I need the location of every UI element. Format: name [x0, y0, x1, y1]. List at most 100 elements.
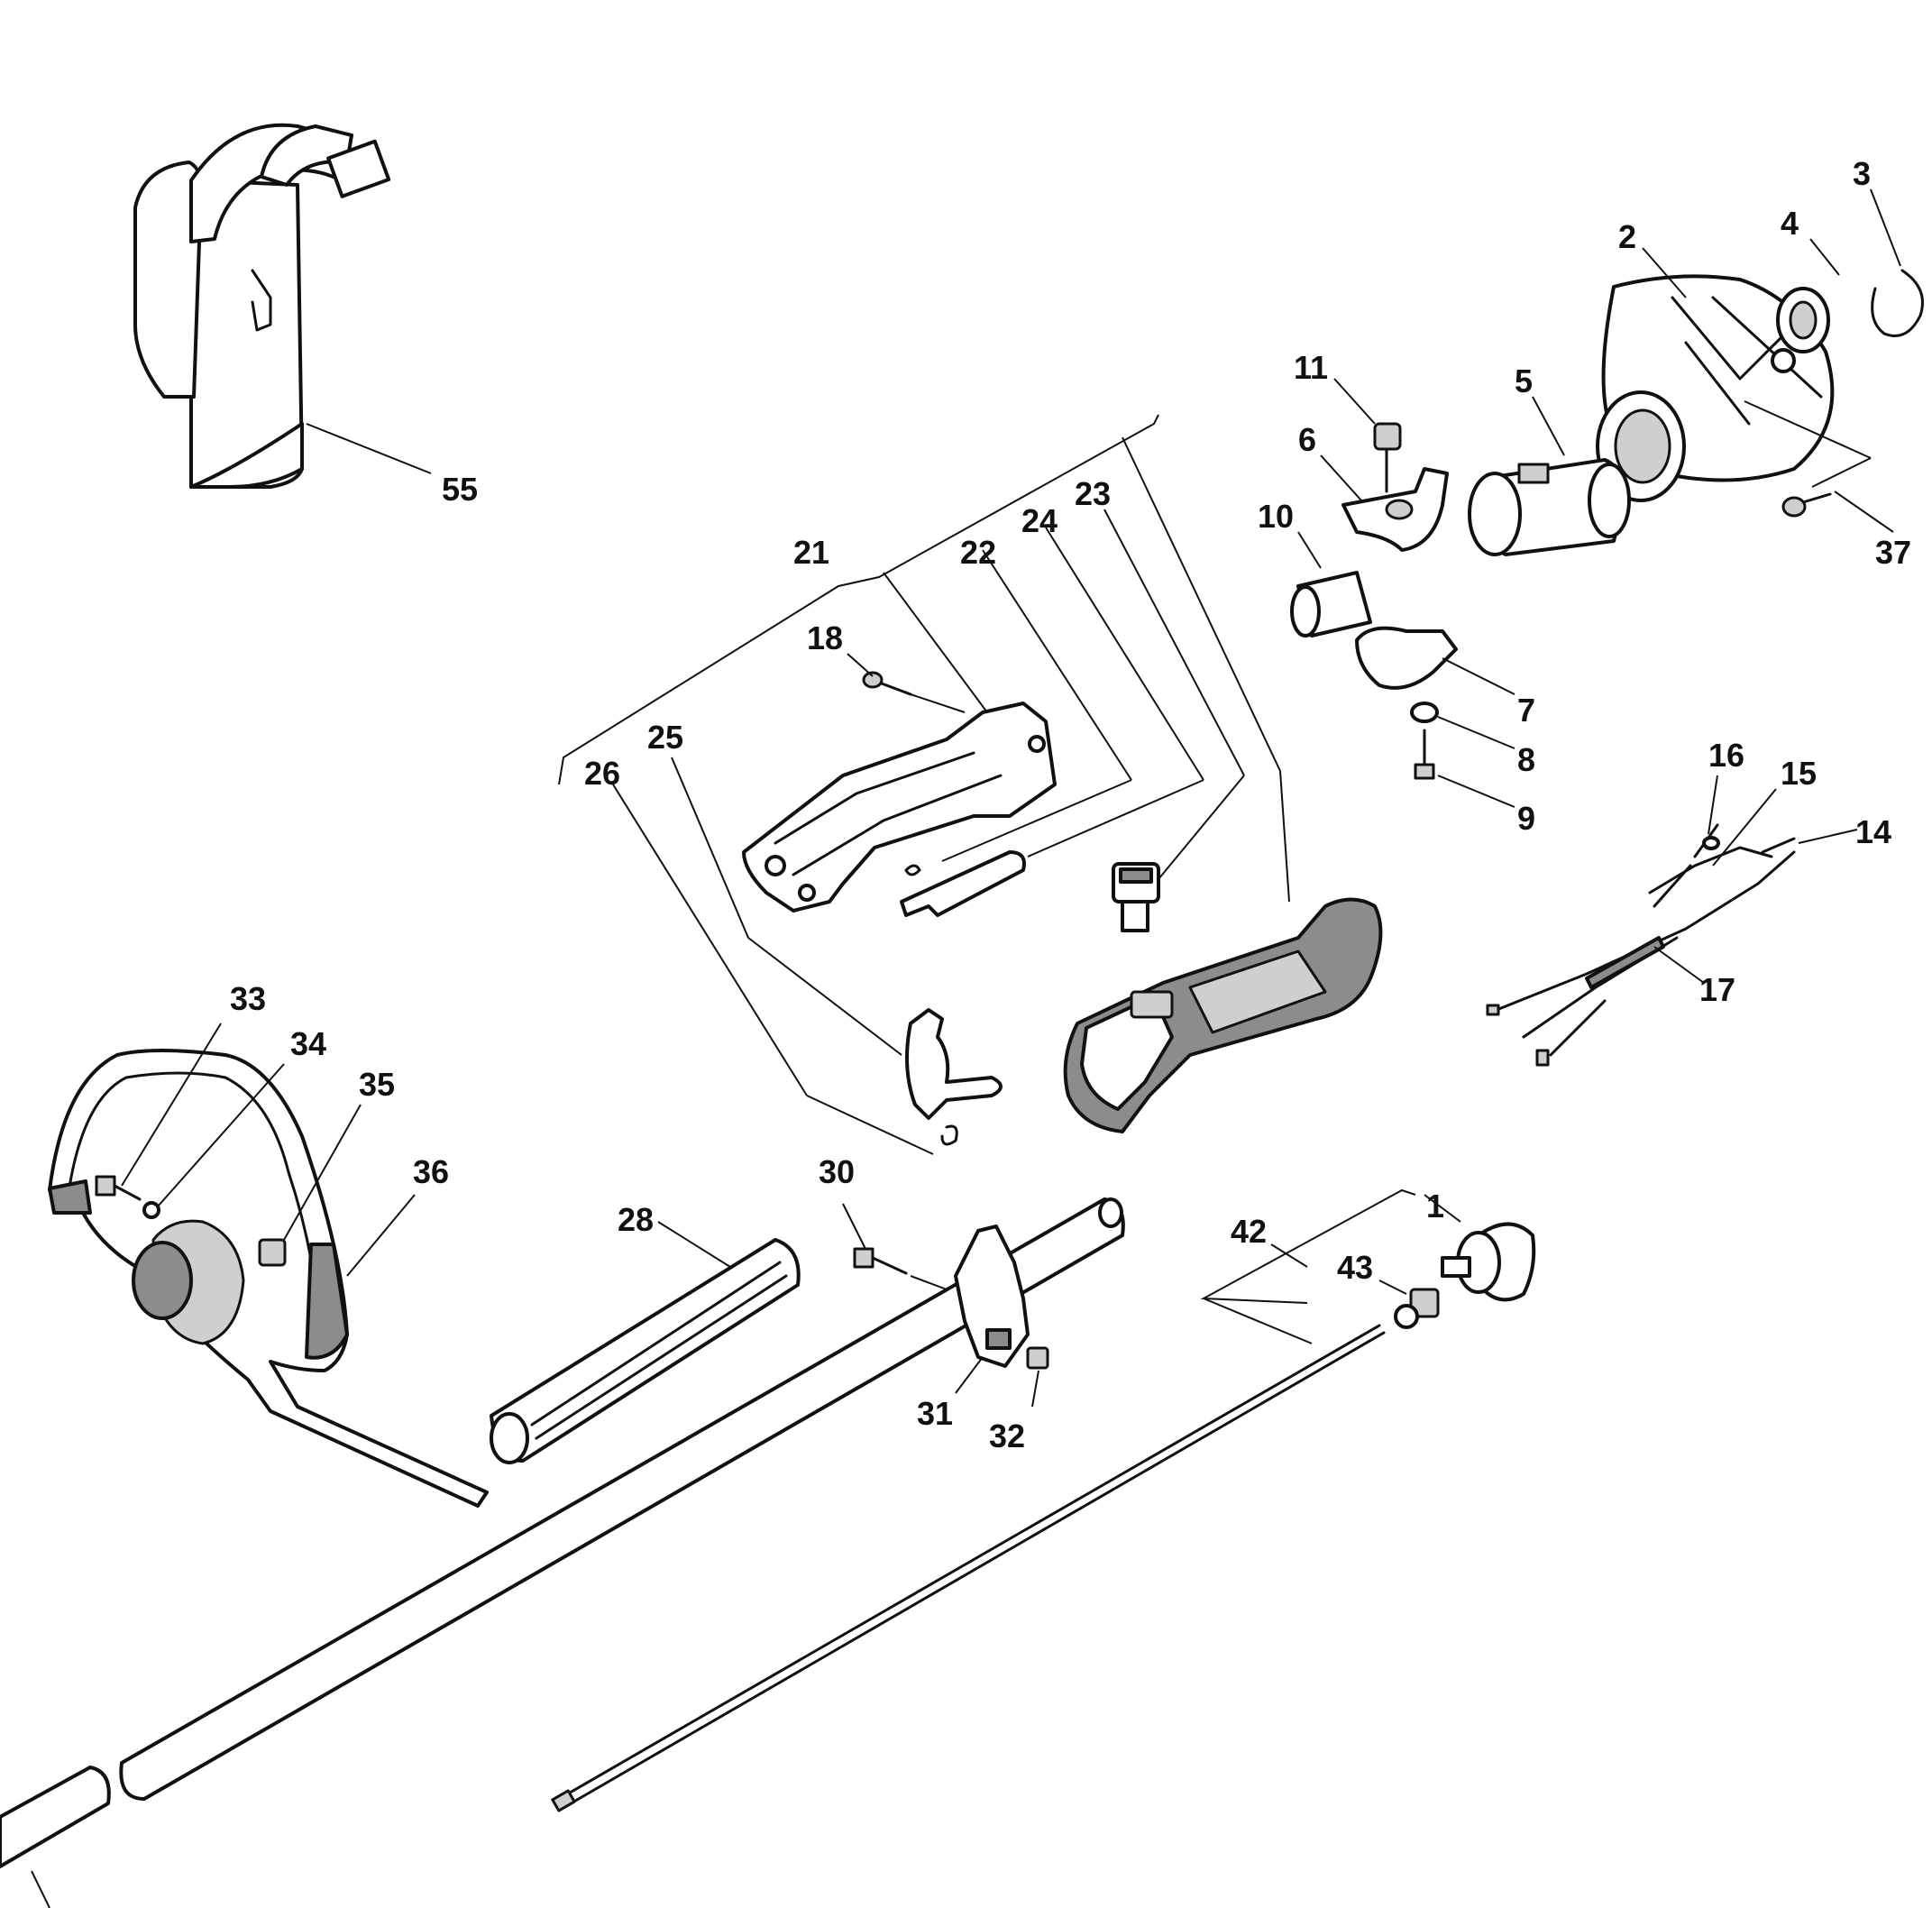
- screw-part-9: [1414, 729, 1435, 780]
- leader-33: [121, 1023, 222, 1187]
- leader-37b: [1744, 400, 1872, 459]
- leader-42: [1270, 1243, 1308, 1268]
- cable-assembly-part-17: [1486, 823, 1796, 1067]
- label-6: 6: [1298, 421, 1316, 458]
- label-14: 14: [1855, 813, 1891, 850]
- label-43: 43: [1337, 1249, 1373, 1286]
- label-8: 8: [1517, 741, 1535, 778]
- leader-35: [283, 1104, 362, 1241]
- leader-10: [1297, 531, 1322, 569]
- leader-30: [842, 1203, 866, 1250]
- leader-4: [1809, 238, 1840, 276]
- label-9: 9: [1517, 800, 1535, 837]
- part-labels: 55 3 4 2 11 5 6 37 10 23 24 22 21 18 7 8…: [230, 155, 1911, 1454]
- label-15: 15: [1781, 755, 1817, 792]
- bolt-part-11: [1373, 422, 1402, 493]
- drum-part-1: [1441, 1222, 1536, 1302]
- leader-21: [883, 572, 988, 713]
- sleeve-part-10: [1290, 571, 1372, 638]
- leader-23: [1103, 509, 1245, 776]
- label-17: 17: [1699, 971, 1735, 1008]
- label-34: 34: [290, 1025, 326, 1062]
- harness-part-55: [133, 123, 391, 489]
- leader-23b: [1158, 775, 1245, 880]
- leader-24b: [1027, 779, 1204, 858]
- label-21: 21: [793, 534, 829, 571]
- screw-part-18: [862, 671, 912, 696]
- leader-30b: [910, 1275, 948, 1290]
- leader-2: [1642, 247, 1687, 298]
- leader-22: [982, 549, 1132, 781]
- label-7: 7: [1517, 692, 1535, 729]
- leader-28: [657, 1221, 731, 1268]
- label-24: 24: [1021, 502, 1058, 539]
- guard-cone-part-2: [1596, 274, 1835, 502]
- leader-26: [612, 784, 808, 1096]
- leader-grip: [1122, 436, 1281, 772]
- leader-7: [1442, 657, 1515, 695]
- bearing-part-4: [1776, 287, 1830, 353]
- handle-housing-part-21: [742, 702, 1057, 913]
- label-28: 28: [618, 1201, 654, 1238]
- label-5: 5: [1515, 362, 1533, 399]
- nut-part-35: [258, 1238, 287, 1267]
- label-32: 32: [989, 1417, 1025, 1454]
- leader-31: [955, 1356, 984, 1394]
- leader-17: [1653, 946, 1705, 984]
- label-55: 55: [442, 471, 478, 508]
- label-30: 30: [819, 1153, 855, 1190]
- leader-14: [1798, 829, 1858, 844]
- leader-1: [1424, 1194, 1461, 1223]
- grip-handle: [1063, 897, 1383, 1133]
- leader-16: [1708, 775, 1718, 835]
- leader-18b: [910, 693, 966, 713]
- label-33: 33: [230, 980, 266, 1017]
- bolt-part-30: [853, 1247, 908, 1275]
- label-18: 18: [807, 619, 843, 656]
- label-36: 36: [413, 1153, 449, 1190]
- leader-42b: [1203, 1298, 1313, 1344]
- leader-3: [1870, 188, 1901, 267]
- leader-25: [671, 757, 749, 939]
- leader-11: [1333, 378, 1376, 425]
- leader-25b: [747, 937, 902, 1056]
- label-2: 2: [1618, 218, 1636, 255]
- leader-55: [306, 423, 432, 474]
- leader-32: [1031, 1370, 1039, 1408]
- clamp-part-31: [954, 1225, 1030, 1368]
- label-10: 10: [1258, 498, 1294, 535]
- label-26: 26: [584, 755, 620, 792]
- leader-22b: [941, 779, 1132, 862]
- switch-part-23: [1112, 862, 1160, 932]
- bracket-21: [558, 414, 1159, 785]
- loop-handle-part-36: [48, 1049, 489, 1508]
- leader-15: [1712, 788, 1777, 867]
- label-11: 11: [1294, 349, 1328, 386]
- label-22: 22: [960, 534, 996, 571]
- drive-tube: [0, 1197, 1125, 1868]
- leader-34: [157, 1063, 285, 1207]
- leader-36: [346, 1194, 416, 1277]
- leader-grip2: [1279, 770, 1290, 903]
- label-37: 37: [1875, 534, 1911, 571]
- label-4: 4: [1781, 205, 1799, 242]
- nut-part-32: [1026, 1346, 1049, 1370]
- label-23: 23: [1075, 475, 1111, 512]
- leader-24: [1045, 527, 1204, 781]
- drive-shaft-part-42: [551, 1324, 1386, 1812]
- leader-5: [1532, 396, 1565, 456]
- circlip-part-3: [1871, 269, 1924, 337]
- nut-part-43: [1394, 1288, 1440, 1329]
- bracket-42: [1200, 1188, 1416, 1304]
- clamp-top-part-6: [1341, 467, 1449, 552]
- leader-37c: [1811, 457, 1872, 488]
- leader-18: [847, 653, 874, 677]
- leader-9: [1437, 775, 1515, 808]
- washer-part-8: [1410, 702, 1439, 723]
- leader-bottom: [31, 1870, 50, 1908]
- spring-icon: [904, 864, 921, 876]
- leader-6: [1320, 454, 1362, 501]
- leader-26b: [806, 1095, 934, 1155]
- label-25: 25: [647, 719, 683, 756]
